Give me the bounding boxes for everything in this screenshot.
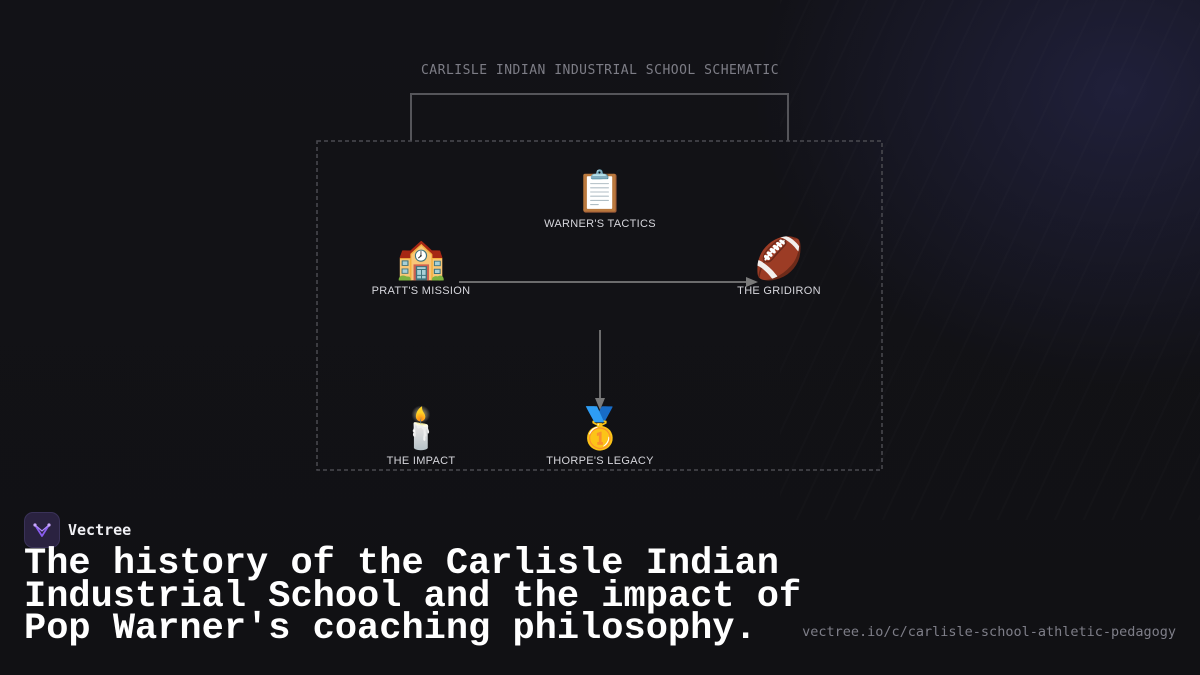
brand-name: Vectree — [68, 521, 132, 539]
node-warners-tactics: 📋 WARNER'S TACTICS — [520, 168, 680, 230]
diagram-title: CARLISLE INDIAN INDUSTRIAL SCHOOL SCHEMA… — [420, 63, 780, 78]
node-the-gridiron: 🏈 THE GRIDIRON — [699, 235, 859, 297]
top-bracket — [410, 93, 789, 141]
vectree-logo-icon — [24, 512, 60, 548]
node-the-impact: 🕯️ THE IMPACT — [341, 405, 501, 467]
football-icon: 🏈 — [754, 236, 804, 282]
headline: The history of the Carlisle Indian Indus… — [24, 543, 802, 650]
gold-medal-icon: 🥇 — [575, 406, 625, 452]
node-label: THORPE'S LEGACY — [546, 455, 654, 467]
candle-icon: 🕯️ — [396, 406, 446, 452]
node-thorpes-legacy: 🥇 THORPE'S LEGACY — [520, 405, 680, 467]
clipboard-icon: 📋 — [575, 169, 625, 215]
node-label: PRATT'S MISSION — [371, 285, 471, 297]
brand: Vectree — [24, 512, 131, 548]
node-label: THE IMPACT — [386, 455, 456, 467]
node-label: WARNER'S TACTICS — [544, 218, 656, 230]
node-label: THE GRIDIRON — [737, 285, 821, 297]
dashed-frame — [316, 140, 883, 471]
node-pratts-mission: 🏫 PRATT'S MISSION — [341, 235, 501, 297]
school-icon: 🏫 — [396, 236, 446, 282]
page-url: vectree.io/c/carlisle-school-athletic-pe… — [802, 624, 1176, 640]
